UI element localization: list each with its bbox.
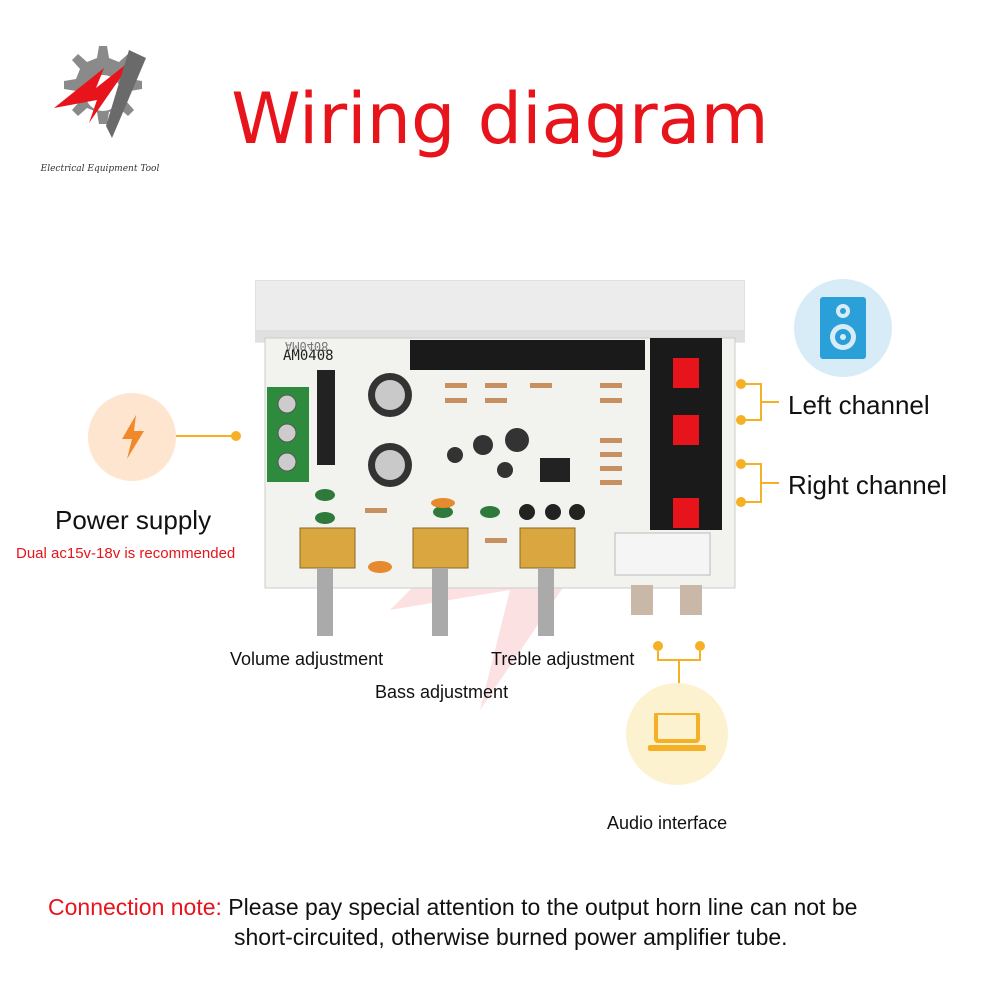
connection-note: Connection note: Please pay special atte… xyxy=(48,892,968,950)
gear-lightning-logo-icon xyxy=(54,46,146,138)
connection-note-line2: short-circuited, otherwise burned power … xyxy=(234,924,788,950)
left-channel-label: Left channel xyxy=(788,390,930,420)
lightning-icon xyxy=(122,415,144,459)
amplifier-circuit-board: AM0408 AM0408 xyxy=(255,280,745,636)
power-supply-sublabel: Dual ac15v-18v is recommended xyxy=(16,545,236,562)
speaker-icon-circle xyxy=(794,279,892,377)
connection-note-line1: Please pay special attention to the outp… xyxy=(228,894,858,920)
page-title: Wiring diagram xyxy=(231,78,769,160)
laptop-icon-circle xyxy=(626,683,728,785)
audio-connector-bracket xyxy=(653,641,705,686)
power-connector-line xyxy=(176,431,241,441)
power-supply-label: Power supply xyxy=(55,505,212,535)
board-model-mirror-text: AM0408 xyxy=(285,339,328,353)
laptop-icon xyxy=(648,713,706,751)
left-channel-bracket xyxy=(736,379,779,425)
power-icon-circle xyxy=(88,393,176,481)
right-channel-bracket xyxy=(736,459,779,507)
volume-adjustment-label: Volume adjustment xyxy=(230,649,384,669)
logo-caption: Electrical Equipment Tool xyxy=(40,164,160,174)
right-channel-label: Right channel xyxy=(788,470,947,500)
connection-note-label: Connection note: xyxy=(48,894,222,920)
bass-adjustment-label: Bass adjustment xyxy=(375,682,509,702)
audio-interface-label: Audio interface xyxy=(607,813,728,833)
speaker-icon xyxy=(820,297,866,359)
treble-adjustment-label: Treble adjustment xyxy=(491,649,635,669)
board-model-text: AM0408 xyxy=(283,348,334,364)
